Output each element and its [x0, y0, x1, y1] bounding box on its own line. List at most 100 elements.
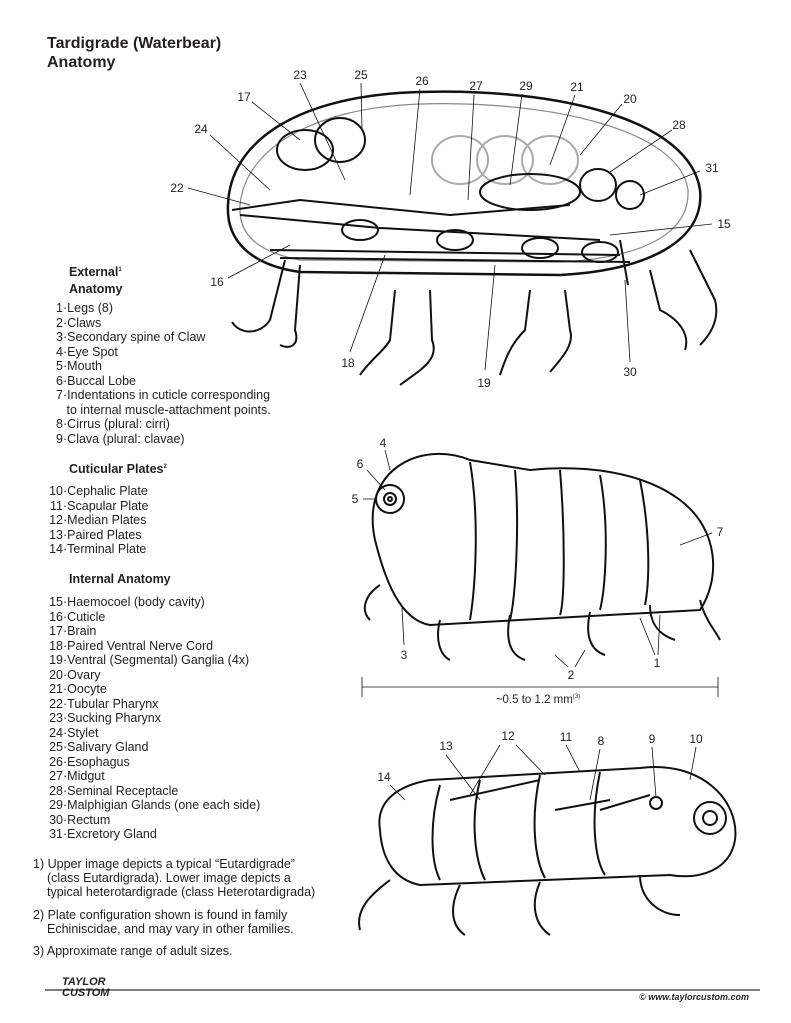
internal-heading: Internal Anatomy [69, 572, 171, 586]
callout-number: 28 [672, 118, 686, 132]
legend-text: Paired Ventral Nerve Cord [67, 638, 214, 653]
legend-item: 8·Cirrus (plural: cirri) [39, 417, 170, 431]
callout-number: 13 [439, 739, 453, 753]
legend-text: Claws [67, 315, 102, 330]
callout-number: 17 [237, 90, 251, 104]
legend-dot: · [63, 624, 68, 638]
legend-item: 22·Tubular Pharynx [39, 697, 158, 711]
legend-text: Tubular Pharynx [67, 696, 159, 711]
scale-label: ~0.5 to 1.2 mm(3) [496, 694, 580, 706]
legend-item: 7·Indentations in cuticle corresponding [39, 388, 270, 402]
legend-item: 30·Rectum [39, 813, 110, 827]
legend-text: Cuticle [67, 609, 106, 624]
legend-number: 9 [56, 431, 63, 446]
legend-item: 15·Haemocoel (body cavity) [39, 595, 205, 609]
legend-text: Clava (plural: clavae) [67, 431, 185, 446]
callout-number: 30 [623, 365, 637, 379]
callout-number: 15 [717, 217, 731, 231]
page-title: Tardigrade (Waterbear) Anatomy [47, 34, 221, 72]
legend-item: 2·Claws [39, 316, 101, 330]
legend-dot: · [63, 431, 68, 446]
legend-number: 12 [49, 513, 63, 527]
legend-text: Mouth [67, 359, 102, 373]
callout-number: 2 [567, 668, 575, 682]
legend-number: 28 [49, 783, 63, 798]
legend-item: 20·Ovary [39, 668, 100, 682]
callout-number: 10 [689, 732, 703, 746]
legend-number: 11 [50, 498, 63, 513]
legend-item: 12·Median Plates [39, 513, 146, 527]
legend-item: 14·Terminal Plate [39, 542, 146, 556]
legend-number: 17 [49, 624, 63, 638]
legend-number: 22 [49, 696, 63, 711]
legend-text: Midgut [67, 769, 105, 783]
legend-item: 5·Mouth [39, 359, 102, 373]
legend-dot: · [63, 595, 68, 609]
legend-item: 21·Oocyte [39, 682, 107, 696]
legend-dot: · [63, 740, 68, 754]
legend-item: 6·Buccal Lobe [39, 374, 136, 388]
external-heading: External1 Anatomy [69, 262, 122, 298]
legend-dot: · [63, 513, 68, 527]
legend-number: 23 [49, 711, 63, 725]
legend-item: 9·Clava (plural: clavae) [39, 432, 185, 446]
legend-dot: · [63, 388, 68, 402]
legend-item: 25·Salivary Gland [39, 740, 148, 754]
legend-item: 27·Midgut [39, 769, 105, 783]
legend-item: to internal muscle-attachment points. [39, 403, 270, 417]
legend-number: 1 [56, 301, 63, 315]
legend-number: 19 [49, 653, 63, 667]
legend-text: Legs (8) [67, 301, 114, 315]
legend-number: 29 [49, 798, 63, 812]
legend-item: 11·Scapular Plate [39, 499, 148, 513]
legend-text: Salivary Gland [67, 740, 149, 754]
legend-text: Cirrus (plural: cirri) [67, 417, 170, 431]
logo-line-2: CUSTOM [62, 987, 110, 999]
callout-number: 3 [400, 648, 408, 662]
callout-number: 9 [648, 732, 656, 746]
callout-number: 24 [194, 122, 208, 136]
legend-dot: · [63, 527, 68, 542]
legend-number: 7 [56, 388, 63, 402]
legend-number: 30 [49, 812, 63, 827]
taylor-custom-logo: TAYLOR CUSTOM [62, 977, 109, 999]
legend-number: 8 [56, 417, 63, 431]
legend-dot: · [63, 769, 68, 783]
legend-number: 3 [56, 330, 63, 344]
legend-number: 14 [49, 542, 63, 556]
callout-number: 26 [415, 74, 429, 88]
legend-item: 18·Paired Ventral Nerve Cord [39, 639, 213, 653]
title-line-1: Tardigrade (Waterbear) [47, 35, 222, 52]
legend-dot: · [63, 725, 68, 740]
legend-dot: · [63, 638, 68, 653]
legend-number: 10 [49, 484, 63, 498]
legend-item: 17·Brain [39, 624, 96, 638]
legend-dot: · [63, 484, 68, 498]
legend-item: 23·Sucking Pharynx [39, 711, 161, 725]
legend-text: Haemocoel (body cavity) [67, 595, 205, 609]
callout-number: 23 [293, 68, 307, 82]
eutardigrade-internal-illustration [187, 82, 718, 386]
legend-dot: · [63, 653, 68, 667]
legend-text: Brain [67, 624, 97, 638]
callout-number: 6 [356, 457, 364, 471]
legend-dot: · [63, 417, 68, 431]
legend-item: 31·Excretory Gland [39, 827, 157, 841]
legend-item: 3·Secondary spine of Claw [39, 330, 205, 344]
legend-dot: · [63, 330, 68, 344]
legend-dot: · [63, 783, 68, 798]
callout-number: 12 [501, 729, 515, 743]
legend-text: Eye Spot [67, 344, 118, 359]
legend-item: 29·Malphigian Glands (one each side) [39, 798, 260, 812]
legend-number: 25 [49, 740, 63, 754]
legend-number: 18 [49, 638, 63, 653]
legend-number: 24 [49, 725, 63, 740]
legend-text: Buccal Lobe [67, 373, 136, 388]
legend-number: 2 [56, 315, 63, 330]
callout-number: 7 [716, 525, 724, 539]
callout-number: 14 [377, 770, 391, 784]
legend-item: 24·Stylet [39, 726, 98, 740]
legend-number: 5 [56, 359, 63, 373]
legend-dot: · [63, 301, 68, 315]
legend-dot: · [63, 798, 68, 812]
